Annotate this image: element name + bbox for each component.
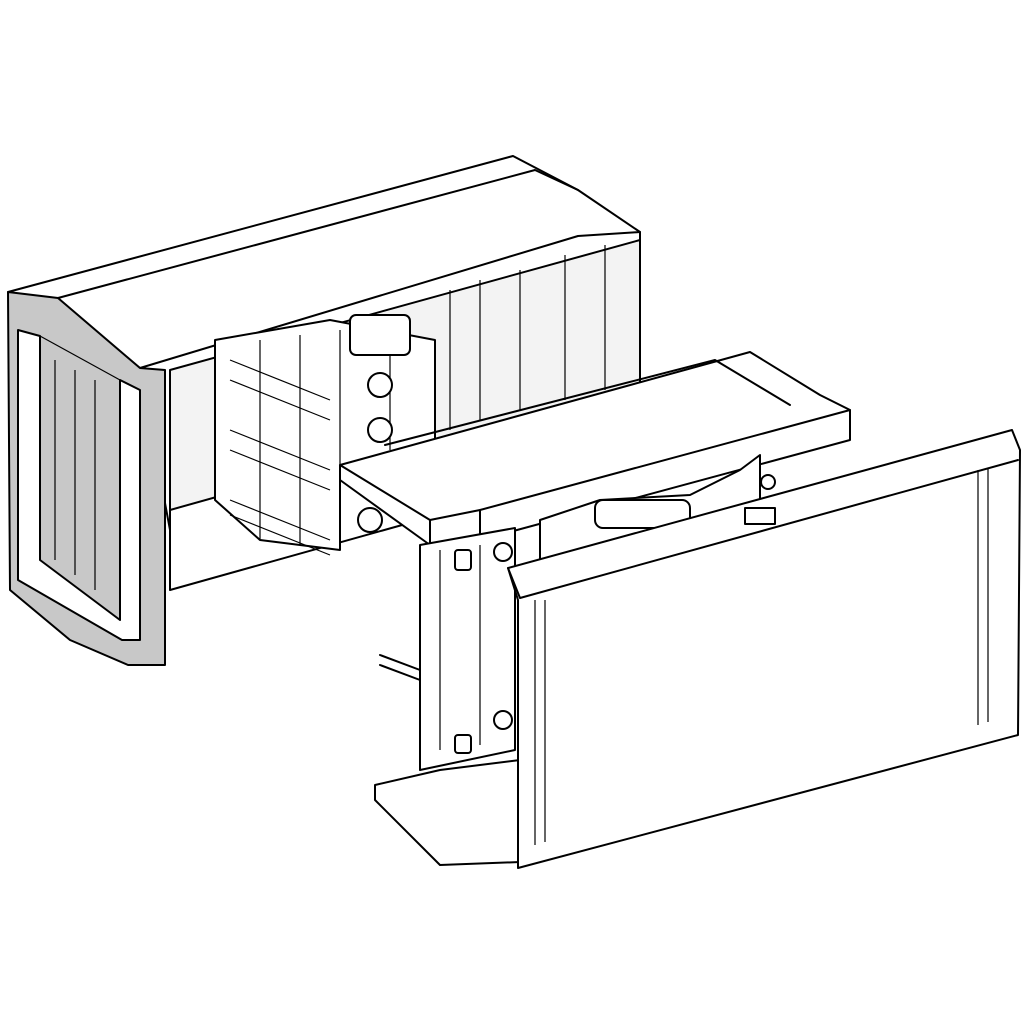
fuse-cap-icon xyxy=(367,417,393,443)
switch-block xyxy=(214,314,436,556)
plug-in-side-plate xyxy=(419,527,516,771)
bolt-icon xyxy=(760,474,776,490)
fuse-cap-icon xyxy=(367,372,393,398)
right-housing xyxy=(339,351,851,866)
nut-icon xyxy=(493,542,513,562)
rotary-handle xyxy=(349,314,411,356)
cover-lock-icon xyxy=(744,507,776,525)
right-housing-top xyxy=(339,351,851,546)
front-cover-panel xyxy=(507,429,1021,869)
front-cover xyxy=(507,429,1021,869)
nut-icon xyxy=(493,710,513,730)
fuse-cap-icon xyxy=(357,507,383,533)
carry-handle xyxy=(594,499,691,529)
base-tray xyxy=(374,759,521,866)
